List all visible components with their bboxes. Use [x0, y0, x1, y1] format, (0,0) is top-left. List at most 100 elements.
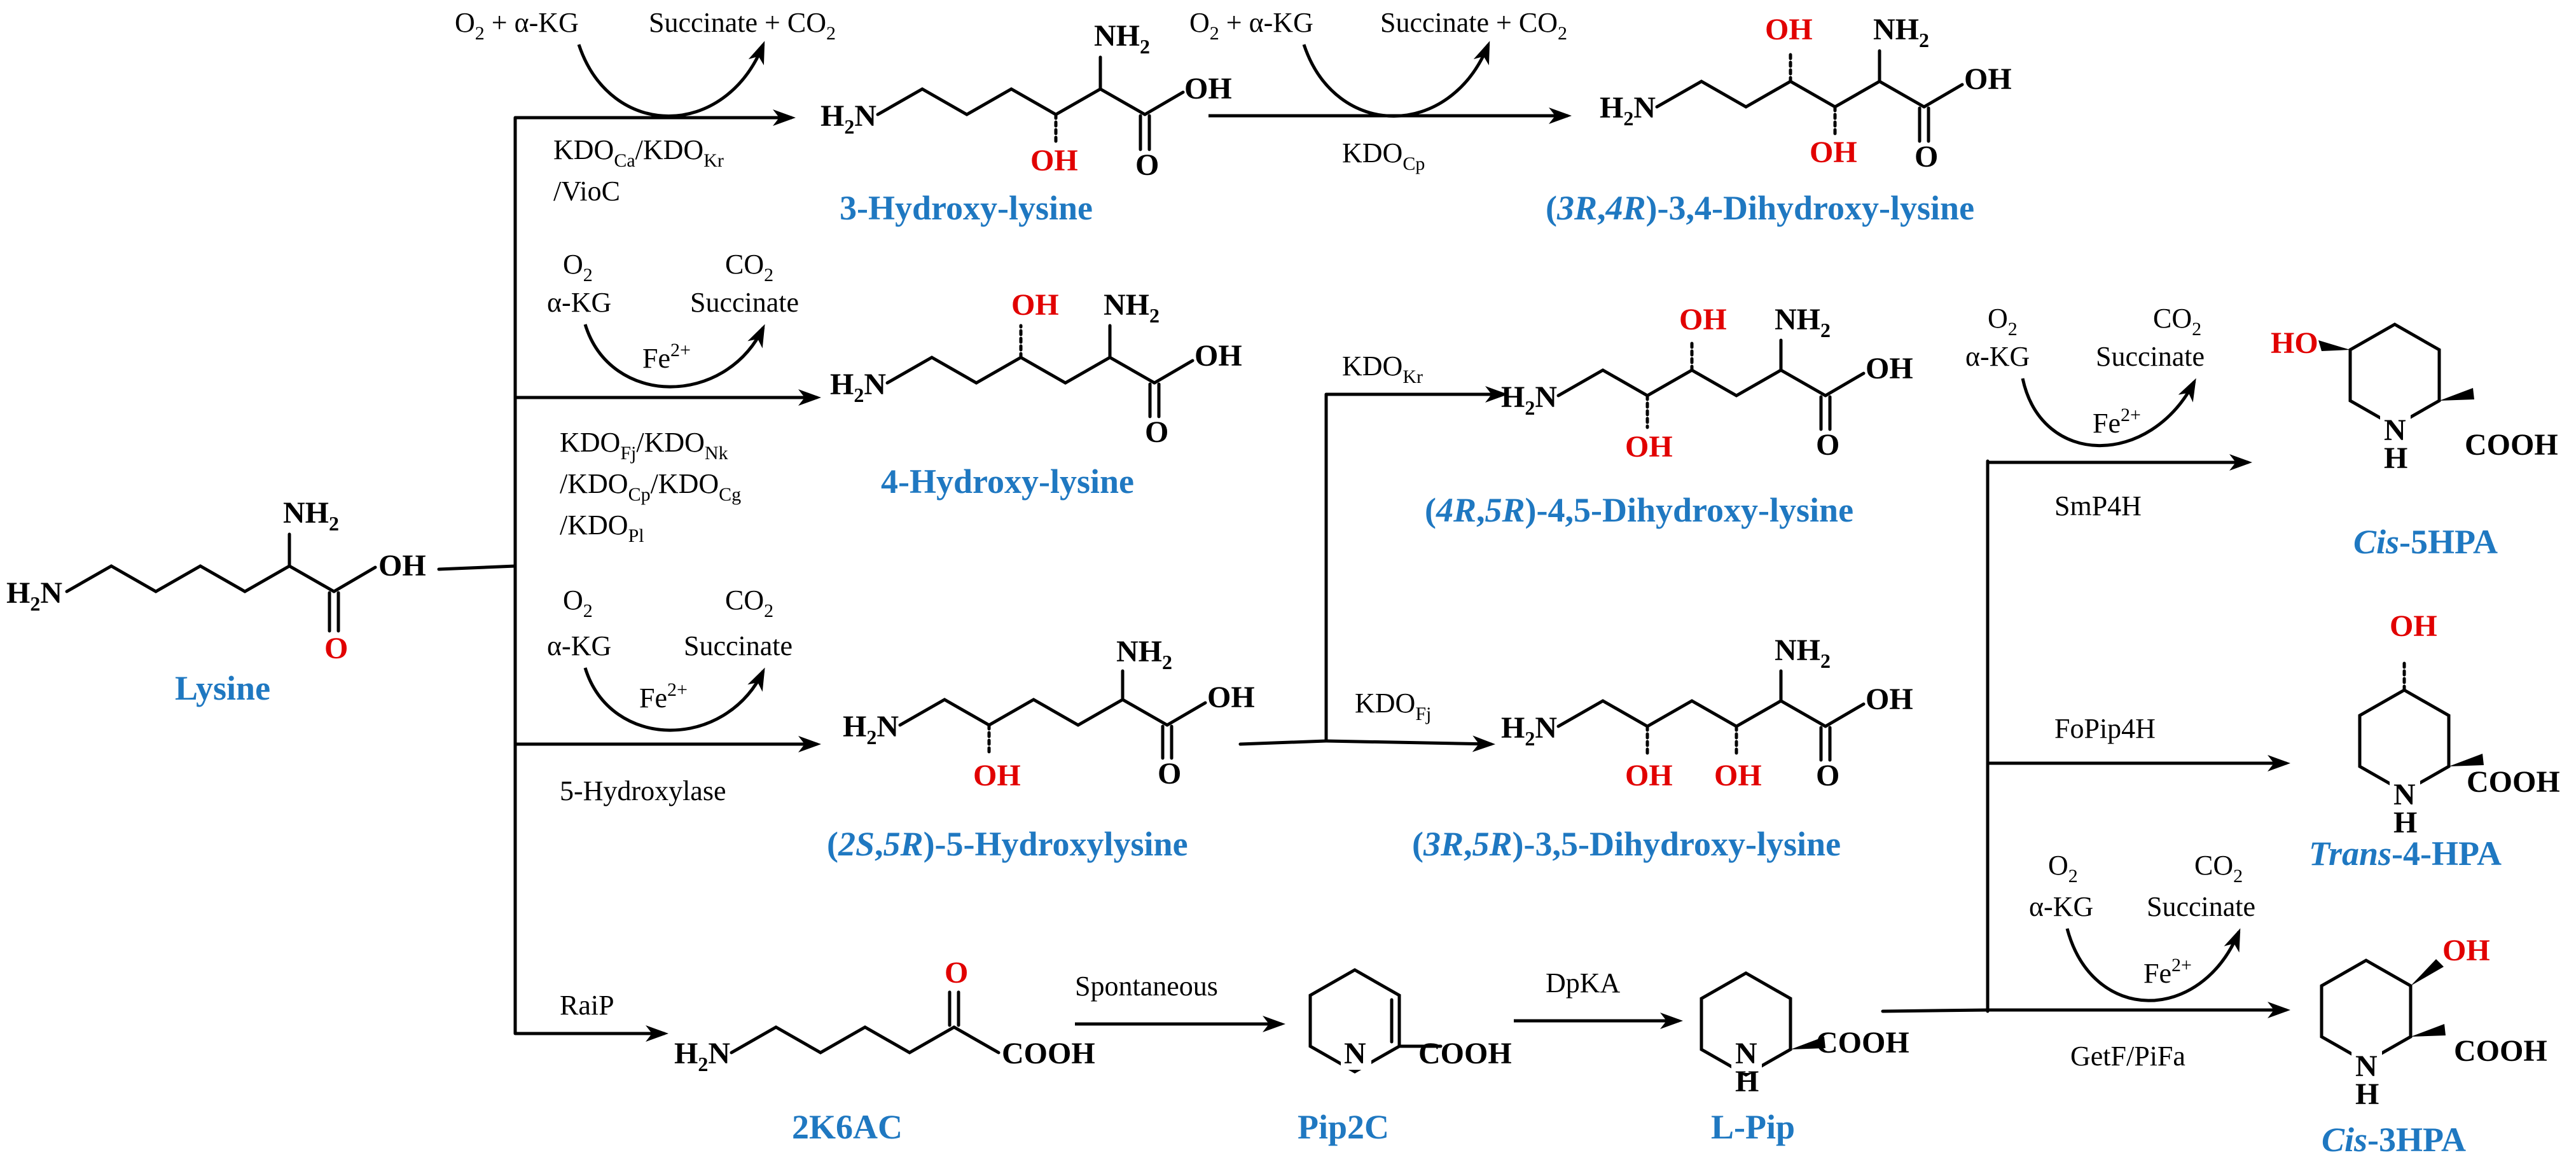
lysine-connector	[437, 564, 517, 571]
hydroxy4-structure: H2N NH2 OH O OH 4-Hydroxy-lysine	[830, 288, 1242, 501]
lysine-structure: H2N NH2 OH O Lysine	[6, 496, 426, 707]
hydroxy4-oh-bond	[1153, 359, 1195, 385]
trans4hpa-structure: N H OH COOH Trans-4-HPA	[2309, 609, 2560, 873]
dihydroxy34-chain	[1655, 80, 1926, 109]
enzyme-smp4h: SmP4H	[2054, 490, 2142, 522]
lysine-name: Lysine	[175, 669, 270, 707]
cosubstrate-arc-3	[583, 324, 765, 389]
lysine-oh: OH	[378, 549, 426, 583]
cis3hpa-oh-wedge	[2411, 959, 2444, 986]
cis5hpa-name: Cis-5HPA	[2353, 523, 2498, 561]
dihydroxy34-oh3: OH	[1810, 135, 1857, 169]
reagent-o2-6: O2	[2048, 850, 2078, 887]
dihydroxy45-chain	[1556, 368, 1827, 398]
enzyme-kdo-cp-cg: /KDOCp/KDOCg	[560, 468, 741, 505]
enzyme-kdo-ca-kr: KDOCa/KDOKr	[553, 134, 724, 171]
reagent-succinate-3: Succinate	[690, 287, 799, 318]
k6ac-chain	[730, 1025, 1001, 1055]
dihydroxy35-oh-bond	[1824, 702, 1866, 728]
cis5hpa-n: N	[2384, 413, 2406, 447]
reagent-akg-6: α-KG	[2029, 891, 2093, 922]
lysine-chain	[65, 564, 336, 593]
label-spontaneous: Spontaneous	[1075, 971, 1218, 1002]
enzyme-fopip4h: FoPip4H	[2054, 713, 2156, 744]
reagent-succinate-4: Succinate	[684, 630, 793, 661]
enzyme-5-hydroxylase: 5-Hydroxylase	[560, 775, 726, 806]
step-lysine-to-5-hydroxy: O2 α-KG CO2 Succinate Fe2+ 5-Hydroxylase	[515, 584, 821, 806]
enzyme-raip: RaiP	[560, 990, 614, 1021]
enzyme-getf-pifa: GetF/PiFa	[2070, 1041, 2185, 1072]
cis3hpa-oh: OH	[2442, 934, 2490, 967]
dihydroxy35-name: (3R,5R)-3,5-Dihydroxy-lysine	[1412, 825, 1841, 863]
dihydroxy35-oh3: OH	[1714, 759, 1762, 792]
cis5hpa-structure: N H HO COOH Cis-5HPA	[2271, 322, 2558, 561]
cis5hpa-oh: HO	[2271, 326, 2318, 360]
enzyme-kdo-cp-1: KDOCp	[1342, 137, 1425, 174]
step-lysine-to-4-hydroxy: O2 α-KG CO2 Succinate Fe2+ KDOFj/KDONk /…	[515, 249, 821, 546]
lpip-wedge	[1790, 1037, 1825, 1049]
dihydroxy45-oh-bond	[1824, 371, 1866, 398]
reagent-akg-4: α-KG	[547, 630, 611, 661]
lpip-h: H	[1735, 1065, 1759, 1098]
reagent-o2-4: O2	[563, 584, 593, 621]
hydroxy4-nh2: NH2	[1104, 288, 1160, 327]
pip2c-structure: N COOH Pip2C	[1298, 968, 1512, 1146]
cosubstrate-arc-4	[583, 667, 765, 732]
hydroxy4-h2n: H2N	[830, 368, 886, 406]
cis3hpa-h: H	[2355, 1077, 2379, 1111]
hydroxy5-cooh-oh: OH	[1207, 681, 1255, 714]
dihydroxy35-structure: H2N NH2 OH O OH OH (3R,5R)-3,5-Dihydroxy…	[1412, 633, 1913, 863]
hydroxy3-chain	[876, 87, 1147, 116]
lysine-oh-bond	[332, 565, 377, 593]
hydroxy4-chain	[885, 356, 1156, 385]
branch-connector	[1238, 739, 1328, 746]
reagent-akg-5: α-KG	[1965, 341, 2030, 372]
trans4hpa-oh: OH	[2390, 609, 2437, 643]
reagent-co2-4: CO2	[725, 584, 773, 621]
reagent-o2-5: O2	[1988, 303, 2018, 340]
hydroxy5-structure: H2N NH2 OH O OH (2S,5R)-5-Hydroxylysine	[827, 635, 1255, 863]
hydroxy4-oh: OH	[1011, 288, 1059, 322]
cis3hpa-ring	[2320, 958, 2413, 1064]
cis5hpa-n-bg	[2380, 415, 2411, 448]
lpip-cooh: COOH	[1816, 1026, 1909, 1060]
step-lpip-to-cis3hpa: O2 α-KG CO2 Succinate Fe2+ GetF/PiFa	[1988, 850, 2290, 1072]
hydroxy5-o: O	[1158, 757, 1181, 791]
hydroxy4-cooh-oh: OH	[1195, 339, 1242, 373]
lpip-n: N	[1735, 1037, 1757, 1070]
reagent-co2-5: CO2	[2153, 303, 2201, 340]
dihydroxy45-cooh-oh: OH	[1866, 352, 1913, 385]
dihydroxy34-nh2: NH2	[1873, 13, 1929, 52]
reagent-succinate-5: Succinate	[2096, 341, 2205, 372]
hydroxy3-h2n: H2N	[821, 99, 876, 138]
trans4hpa-cooh-wedge	[2449, 754, 2484, 766]
dihydroxy45-oh4: OH	[1679, 303, 1727, 336]
cis5hpa-h: H	[2384, 441, 2407, 475]
hydroxy5-nh2: NH2	[1116, 635, 1172, 674]
cis5hpa-cooh-wedge	[2439, 388, 2474, 401]
dihydroxy35-o: O	[1816, 759, 1839, 792]
hydroxy3-o: O	[1135, 148, 1159, 182]
k6ac-o: O	[945, 956, 968, 990]
hydroxy3-cooh-oh: OH	[1184, 72, 1232, 106]
step-5-hydroxy-branch: KDOKr KDOFj	[1238, 350, 1508, 752]
lpip-connector	[1881, 1008, 1990, 1013]
reagent-fe-4: Fe2+	[639, 679, 688, 714]
enzyme-vioc: /VioC	[553, 176, 620, 207]
hydroxy3-nh2: NH2	[1094, 19, 1150, 58]
trans4hpa-cooh: COOH	[2467, 765, 2560, 799]
step-lysine-to-2k6ac: RaiP	[515, 990, 668, 1042]
hydroxy3-oh: OH	[1030, 144, 1078, 177]
lpip-ring	[1700, 971, 1792, 1077]
hydroxy3-structure: H2N NH2 OH O OH 3-Hydroxy-lysine	[821, 19, 1232, 227]
k6ac-name: 2K6AC	[792, 1108, 903, 1146]
dihydroxy34-h2n: H2N	[1600, 91, 1656, 130]
enzyme-kdo-fj-2: KDOFj	[1355, 688, 1431, 724]
reagent-o2-akg-2: O2 + α-KG	[1189, 7, 1313, 44]
dihydroxy45-nh2: NH2	[1775, 303, 1831, 342]
reagent-succinate-6: Succinate	[2147, 891, 2255, 922]
lpip-n-bg	[1731, 1040, 1762, 1073]
dihydroxy35-h2n: H2N	[1501, 711, 1557, 750]
cis3hpa-name: Cis-3HPA	[2322, 1121, 2466, 1159]
